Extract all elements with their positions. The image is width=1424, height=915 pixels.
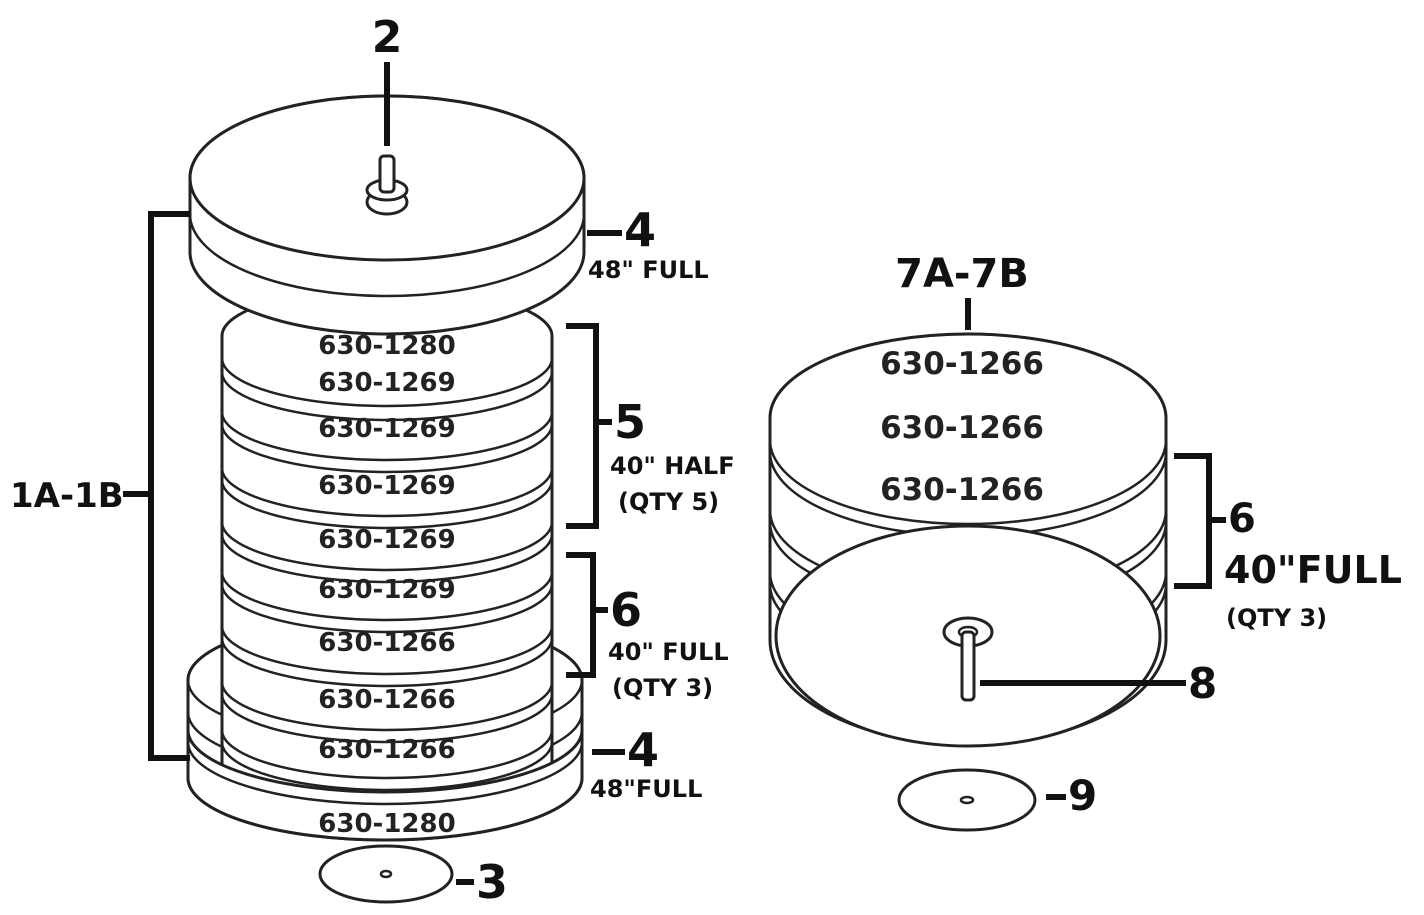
part-number: 630-1280 — [318, 809, 455, 839]
callout-bottom-disc-note: 48"FULL — [590, 775, 702, 803]
callout-full-note: 40" FULL — [608, 638, 729, 666]
top-shaft — [365, 154, 409, 216]
bracket-full-group — [566, 552, 596, 678]
disc-separator — [220, 357, 554, 408]
callout-half-qty: (QTY 5) — [618, 488, 719, 516]
callout-right-full-note: 40"FULL — [1224, 548, 1402, 592]
disc-separator — [220, 625, 554, 676]
part-number: 630-1269 — [318, 575, 455, 605]
top-full-disc-rim-line — [188, 213, 586, 298]
part-number: 630-1266 — [880, 410, 1044, 446]
disc-separator — [220, 571, 554, 622]
part-number: 630-1266 — [880, 472, 1044, 508]
base-plate-hole — [379, 869, 393, 879]
callout-top-disc: 4 — [624, 203, 656, 257]
callout-right-full-group: 6 — [1228, 496, 1256, 542]
callout-right-base-plate: 9 — [1068, 771, 1097, 820]
part-number: 630-1280 — [318, 331, 455, 361]
disc-separator — [220, 467, 554, 518]
callout-right-assembly: 7A-7B — [895, 251, 1029, 297]
callout-top-shaft: 2 — [372, 12, 403, 63]
disc-separator — [220, 411, 554, 462]
left-base-plate — [318, 844, 454, 904]
disc-separator — [220, 637, 554, 688]
callout-bottom-disc: 4 — [627, 723, 659, 777]
base-plate-disc — [318, 844, 454, 904]
part-number: 630-1269 — [318, 525, 455, 555]
bracket-right-full-group — [1174, 453, 1212, 589]
part-number: 630-1266 — [318, 735, 455, 765]
right-stack-assembly: 630-1266 630-1266 630-1266 7A-7B 6 40"FU… — [768, 251, 1402, 832]
callout-half-note: 40" HALF — [610, 452, 735, 480]
bottom-full-disc-front — [186, 729, 584, 842]
right-base-plate — [897, 768, 1037, 832]
bottom-full-disc-front-line — [186, 741, 584, 806]
filter-disc-separators — [220, 357, 554, 792]
shaft-rod — [960, 630, 976, 702]
disc-separator — [220, 681, 554, 732]
bracket-half-group — [566, 323, 599, 529]
part-number: 630-1266 — [880, 346, 1044, 382]
part-number: 630-1266 — [318, 628, 455, 658]
disc-separator — [220, 729, 554, 780]
disc-separator — [220, 533, 554, 584]
disc-separator — [220, 741, 554, 792]
part-number: 630-1269 — [318, 414, 455, 444]
disc-separator — [220, 423, 554, 474]
right-stack-top-edge — [768, 332, 1168, 419]
callout-right-full-qty: (QTY 3) — [1226, 604, 1327, 632]
left-part-numbers: 630-1280 630-1269 630-1269 630-1269 630-… — [318, 331, 455, 839]
part-number: 630-1269 — [318, 471, 455, 501]
disc-separator — [220, 521, 554, 572]
right-part-numbers: 630-1266 630-1266 630-1266 — [880, 346, 1044, 508]
disc-separator — [768, 439, 1168, 526]
left-stack-assembly: 630-1280 630-1269 630-1269 630-1269 630-… — [10, 12, 735, 909]
callout-full-qty: (QTY 3) — [612, 674, 713, 702]
part-number: 630-1269 — [318, 368, 455, 398]
shaft-stub-upper — [378, 154, 396, 194]
callout-right-shaft: 8 — [1188, 659, 1217, 708]
disc-separator — [220, 371, 554, 422]
right-shaft — [942, 616, 994, 702]
callout-half-group: 5 — [614, 395, 646, 449]
callout-top-disc-note: 48" FULL — [588, 256, 709, 284]
part-number: 630-1266 — [318, 685, 455, 715]
disc-separator — [220, 583, 554, 634]
bracket-assembly — [148, 211, 190, 761]
disc-separator — [220, 479, 554, 530]
base-plate-hole — [959, 795, 975, 805]
callout-assembly: 1A-1B — [10, 476, 124, 516]
disc-separator — [220, 693, 554, 744]
base-plate-disc — [897, 768, 1037, 832]
callout-full-group: 6 — [610, 583, 642, 637]
callout-base-plate: 3 — [476, 855, 508, 909]
